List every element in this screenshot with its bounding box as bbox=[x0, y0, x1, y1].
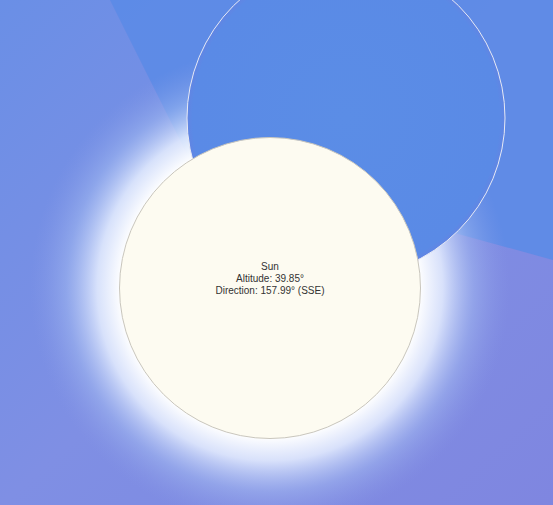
body-info: Direction: 157.99° (SSE) bbox=[119, 285, 421, 297]
body-name: Sun bbox=[119, 261, 421, 273]
sun-circle: SunAltitude: 39.85°Direction: 157.99° (S… bbox=[119, 137, 421, 439]
body-info: Altitude: 39.85° bbox=[119, 273, 421, 285]
sun-label: SunAltitude: 39.85°Direction: 157.99° (S… bbox=[119, 261, 421, 297]
